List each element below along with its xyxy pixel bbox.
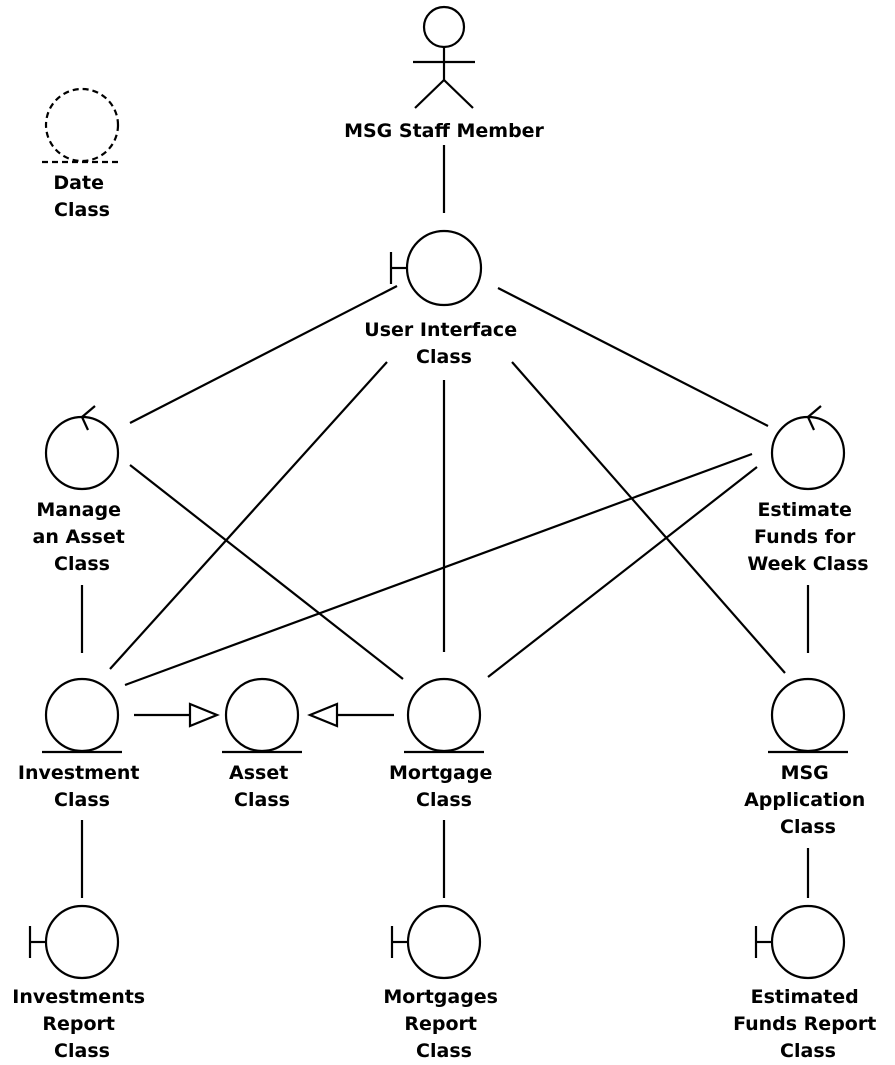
user-interface-boundary: User Interface Class bbox=[364, 229, 523, 368]
estimate-funds-control-arrow-bottom bbox=[807, 416, 815, 431]
manage-asset-control-arrow-top bbox=[81, 405, 96, 418]
asset-label: Asset Class bbox=[229, 762, 295, 811]
estimate-funds-control-arrow-top bbox=[807, 405, 822, 418]
actor-head bbox=[422, 5, 466, 49]
date-class-entity: Date Class bbox=[42, 87, 122, 221]
investments-report-circle bbox=[44, 904, 120, 980]
estimate-funds-label: Estimate Funds for Week Class bbox=[747, 499, 868, 575]
manage-asset-control-arrow-bottom bbox=[81, 416, 89, 431]
mortgage-label: Mortgage Class bbox=[389, 762, 499, 811]
manage-asset-circle bbox=[44, 415, 120, 491]
asset-circle bbox=[224, 677, 300, 753]
estimated-funds-report-circle bbox=[770, 904, 846, 980]
investments-report-boundary: Investments Report Class bbox=[12, 904, 152, 1062]
mortgage-entity: Mortgage Class bbox=[389, 677, 499, 811]
user-interface-to-estimate-funds-link bbox=[497, 287, 769, 427]
msg-application-entity: MSG Application Class bbox=[744, 677, 872, 838]
msg-application-circle bbox=[770, 677, 846, 753]
investment-circle bbox=[44, 677, 120, 753]
estimate-funds-to-mortgage-link bbox=[487, 466, 758, 678]
manage-asset-to-mortgage-link bbox=[129, 464, 404, 680]
connections bbox=[80, 145, 810, 898]
estimated-funds-report-boundary: Estimated Funds Report Class bbox=[733, 904, 883, 1062]
user-interface-to-manage-asset-link bbox=[129, 285, 398, 424]
mortgage-circle bbox=[406, 677, 482, 753]
investment-label: Investment Class bbox=[18, 762, 146, 811]
msg-application-label: MSG Application Class bbox=[744, 762, 872, 838]
estimate-funds-control: Estimate Funds for Week Class bbox=[747, 405, 869, 575]
actor-left-leg bbox=[414, 79, 445, 109]
mortgages-report-label: Mortgages Report Class bbox=[383, 986, 504, 1062]
actor-right-leg bbox=[443, 79, 474, 109]
msg-staff-member-actor: MSG Staff Member bbox=[344, 5, 545, 142]
actor-label: MSG Staff Member bbox=[344, 120, 544, 142]
user-interface-label: User Interface Class bbox=[364, 319, 523, 368]
investment-to-asset-arrowhead bbox=[188, 702, 220, 728]
manage-asset-label: Manage an Asset Class bbox=[33, 499, 132, 575]
user-interface-to-msg-application-link bbox=[511, 361, 786, 674]
estimate-funds-to-investment-link bbox=[124, 452, 753, 687]
date-class-label: Date Class bbox=[53, 172, 110, 221]
investment-entity: Investment Class bbox=[18, 677, 146, 811]
investments-report-label: Investments Report Class bbox=[12, 986, 152, 1062]
mortgage-to-asset-arrowhead bbox=[307, 702, 339, 728]
date-class-circle bbox=[44, 87, 120, 163]
manage-asset-control: Manage an Asset Class bbox=[33, 405, 132, 575]
estimated-funds-report-label: Estimated Funds Report Class bbox=[733, 986, 883, 1062]
user-interface-circle bbox=[405, 229, 483, 307]
user-interface-to-investment-link bbox=[109, 361, 388, 670]
mortgages-report-boundary: Mortgages Report Class bbox=[383, 904, 504, 1062]
mortgages-report-circle bbox=[406, 904, 482, 980]
estimate-funds-circle bbox=[770, 415, 846, 491]
asset-entity: Asset Class bbox=[222, 677, 302, 811]
